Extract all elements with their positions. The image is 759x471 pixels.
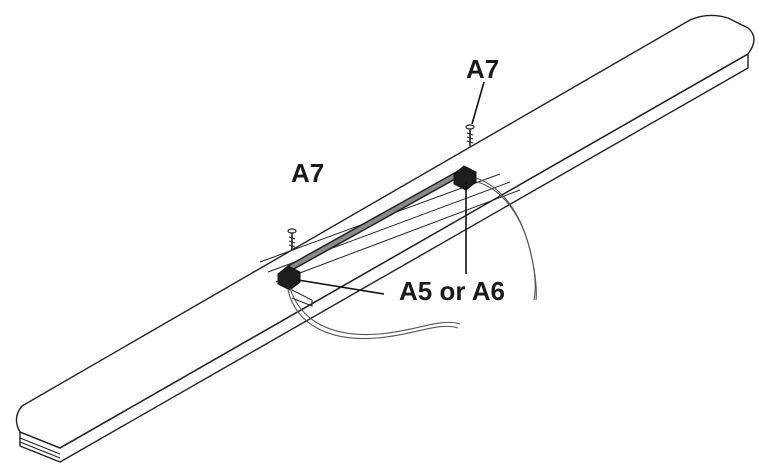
callout-a7-right: A7 (466, 54, 499, 84)
mounting-bracket-icon (277, 165, 477, 291)
wires (287, 177, 537, 340)
board-front-edge (19, 53, 749, 463)
groove-notch (291, 289, 313, 307)
light-bar (286, 168, 466, 272)
board-top-face (15, 14, 755, 449)
mount-block-right (453, 165, 477, 191)
board (15, 14, 755, 463)
wire-left-2 (287, 289, 459, 340)
mount-block-left (277, 265, 301, 291)
screw-right (465, 124, 475, 146)
wire-left (289, 287, 461, 336)
screw-icon (287, 124, 475, 250)
board-end-lines (19, 437, 61, 459)
callout-a7-left: A7 (291, 158, 324, 188)
light-bar-fill (288, 170, 464, 270)
leader-a7-right (471, 81, 485, 125)
callout-a5-or-a6: A5 or A6 (399, 276, 505, 306)
screw-left (287, 228, 297, 250)
leader-lines (297, 81, 485, 295)
leader-a5-left (297, 279, 385, 295)
wire-right-2 (477, 181, 537, 301)
